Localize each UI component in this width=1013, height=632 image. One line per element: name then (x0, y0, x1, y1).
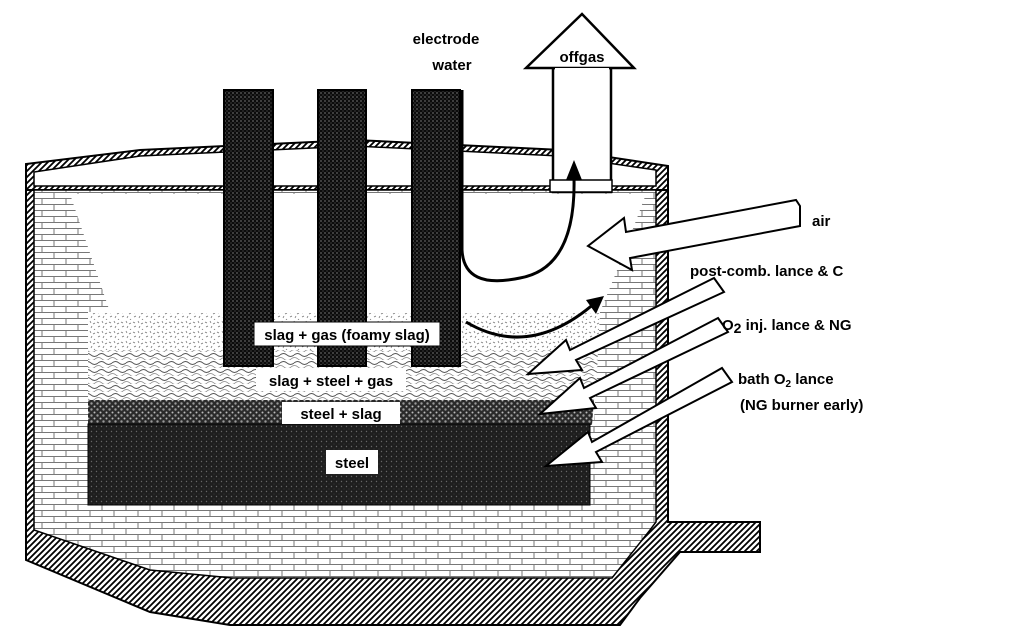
electrode-3 (411, 89, 461, 367)
electrode-label: electrode (413, 31, 480, 48)
steel-label: steel (335, 455, 369, 472)
o2-inj-label: O2 inj. lance & NG (722, 317, 852, 336)
bath-o2-lance-arrow (542, 366, 734, 468)
water-label: water (431, 57, 471, 74)
bath-o2-label: bath O2 lance (738, 371, 834, 390)
electrode-1 (223, 89, 274, 367)
electrode-2 (317, 89, 367, 367)
slag-flow-curve (465, 300, 597, 339)
air-label: air (812, 213, 831, 230)
slag-steel-gas-label: slag + steel + gas (269, 373, 393, 390)
steel-slag-label: steel + slag (300, 406, 381, 423)
post-comb-label: post-comb. lance & C (690, 263, 844, 280)
post-comb-lance-arrow (525, 276, 726, 376)
gas-flow-curve (460, 90, 576, 283)
offgas-label: offgas (560, 49, 605, 66)
air-arrow (586, 198, 801, 272)
offgas-duct (551, 66, 613, 194)
o2-injection-lance-arrow (537, 316, 730, 416)
foamy-slag-label: slag + gas (foamy slag) (264, 327, 429, 344)
ng-burner-label: (NG burner early) (740, 397, 863, 414)
